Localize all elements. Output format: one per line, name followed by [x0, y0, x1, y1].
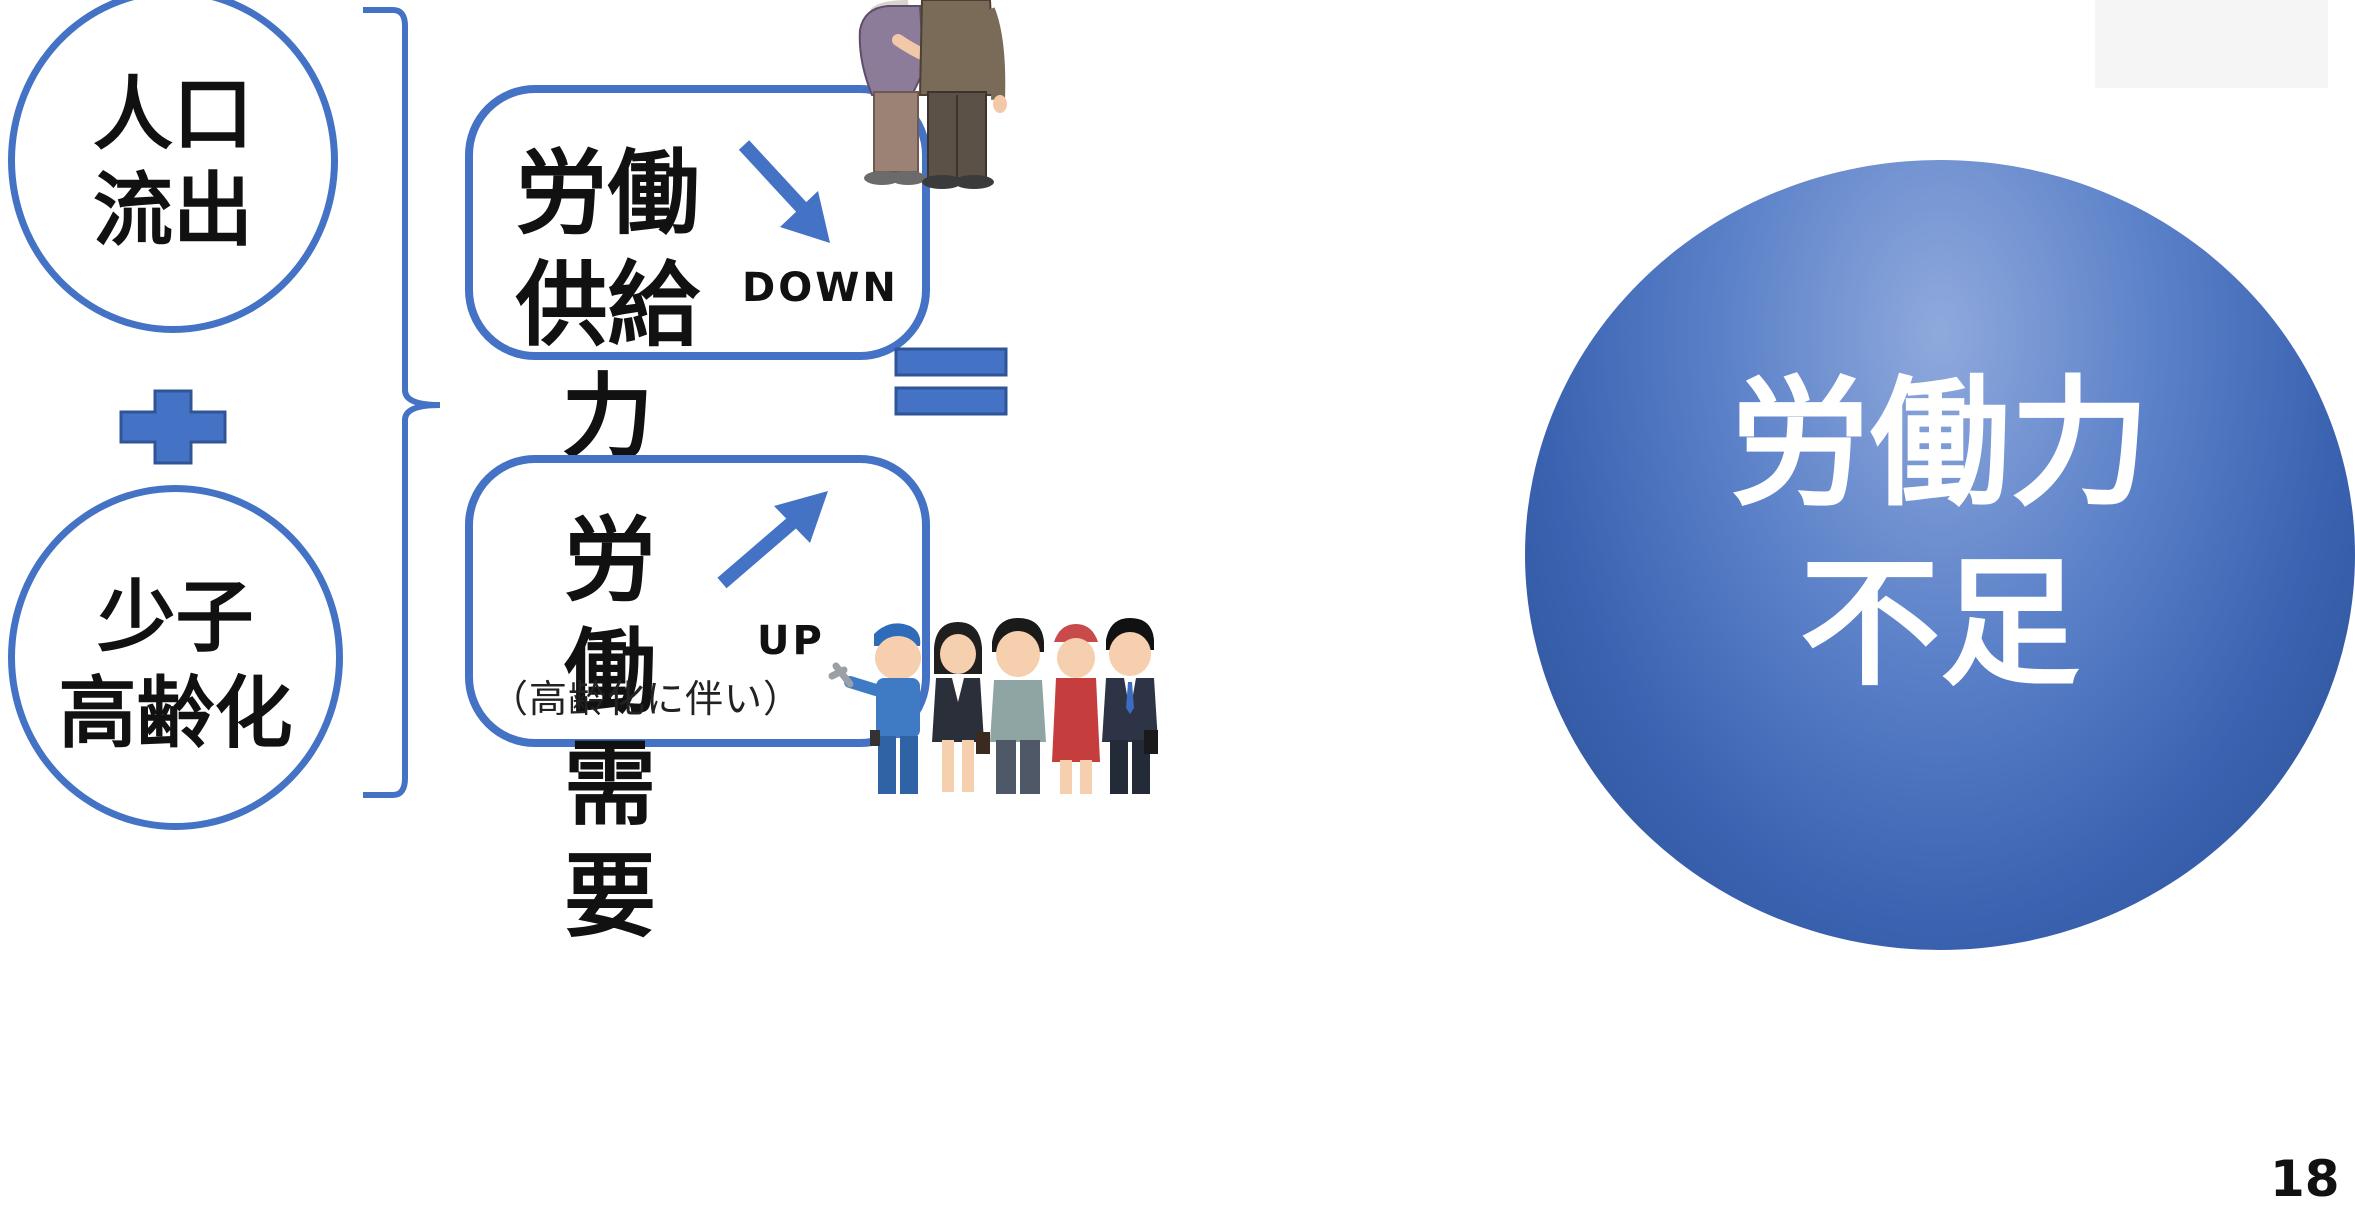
equals-icon	[894, 347, 1008, 416]
demand-trend: UP	[757, 618, 825, 664]
workers-group-illustration	[828, 618, 1158, 794]
corner-tab	[2095, 0, 2328, 88]
elderly-couple-illustration	[858, 0, 1007, 189]
outflow-circle: 人口 流出	[8, 0, 338, 333]
arrow-down-right-icon	[738, 140, 830, 243]
result-line-2: 不足	[1799, 543, 2080, 706]
supply-trend: DOWN	[742, 265, 899, 311]
result-label: 労働力 不足	[1590, 355, 2290, 715]
aging-line-2: 高齢化	[58, 669, 293, 759]
demand-title-line-2: 需要	[563, 731, 656, 950]
right-brace	[363, 7, 441, 798]
supply-box	[465, 85, 930, 360]
office-man-figure	[1102, 618, 1158, 794]
apron-woman-figure	[1052, 624, 1100, 794]
demand-box	[465, 455, 930, 747]
supply-title-line-1: 労働	[515, 140, 700, 247]
aging-line-1: 少子	[97, 573, 254, 663]
result-circle	[1525, 160, 2355, 950]
aging-circle: 少子 高齢化	[8, 485, 343, 830]
plus-icon	[119, 389, 227, 465]
office-woman-figure	[932, 622, 990, 792]
worker-man-figure	[990, 618, 1046, 794]
page-number: 18	[2270, 1150, 2340, 1208]
demand-title: 労働 需要	[530, 505, 690, 953]
demand-note: （高齢化に伴い）	[490, 677, 803, 721]
supply-title: 労働 供給力	[495, 138, 720, 474]
arrow-up-right-icon	[717, 491, 828, 589]
outflow-line-2: 流出	[93, 164, 253, 257]
mechanic-figure	[828, 623, 921, 794]
supply-title-line-2: 供給力	[515, 252, 700, 471]
demand-title-line-1: 労働	[563, 507, 656, 726]
aging-label: 少子 高齢化	[15, 570, 336, 762]
outflow-line-1: 人口	[93, 68, 253, 161]
outflow-label: 人口 流出	[15, 67, 331, 259]
result-line-1: 労働力	[1729, 363, 2150, 526]
